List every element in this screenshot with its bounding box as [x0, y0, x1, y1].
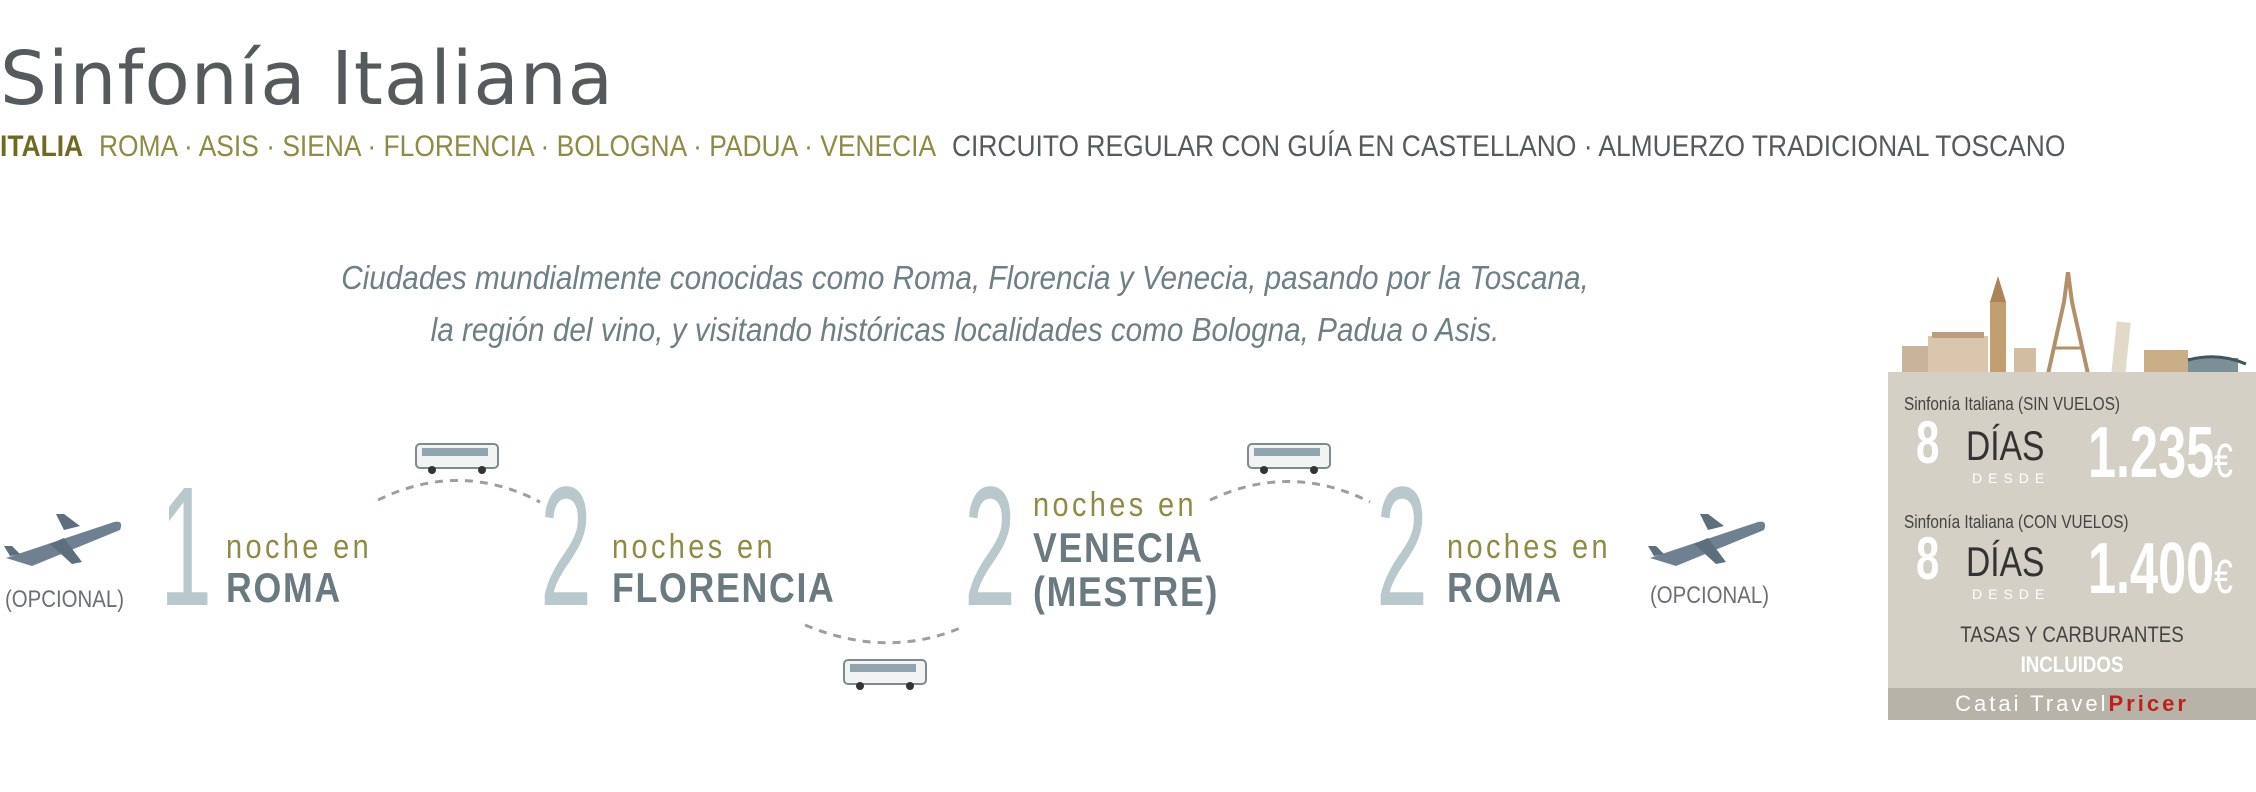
country-label: ITALIA	[0, 130, 84, 163]
tour-extras: CIRCUITO REGULAR CON GUÍA EN CASTELLANO …	[951, 130, 2066, 163]
stop-1-city: ROMA	[226, 564, 342, 611]
stop-2-nights: 2	[540, 452, 593, 642]
price-option-2-days-label: DÍAS	[1966, 538, 2045, 585]
taxes-note: TASAS Y CARBURANTES	[1960, 622, 2184, 647]
stop-3-city-sub: (MESTRE)	[1033, 568, 1220, 615]
intro-line-1: Ciudades mundialmente conocidas como Rom…	[341, 259, 1589, 296]
stop-4-label: noches en	[1447, 528, 1611, 566]
stop-3-label: noches en	[1033, 486, 1197, 524]
cities-list: ROMA · ASIS · SIENA · FLORENCIA · BOLOGN…	[98, 130, 937, 163]
page-title: Sinfonía Italiana	[0, 36, 614, 122]
stop-1-label: noche en	[226, 528, 373, 566]
start-optional-label: (OPCIONAL)	[5, 586, 125, 613]
route-arc-2	[804, 623, 966, 645]
stop-2-city: FLORENCIA	[612, 564, 836, 611]
airplane-icon	[4, 514, 122, 566]
taxes-included: INCLUIDOS	[2020, 652, 2124, 677]
price-option-1-amount: 1.235	[2088, 413, 2215, 493]
bus-icon	[1247, 443, 1331, 474]
price-option-2-amount: 1.400	[2088, 529, 2215, 609]
price-option-2-currency: €	[2214, 551, 2233, 604]
subtitle: ITALIA ROMA · ASIS · SIENA · FLORENCIA · …	[0, 130, 2065, 164]
stop-2-label: noches en	[612, 528, 776, 566]
stop-3-city-name: VENECIA	[1033, 524, 1204, 571]
bus-icon	[843, 659, 927, 690]
price-option-1-days-number: 8	[1916, 409, 1940, 476]
stop-4-city: ROMA	[1447, 564, 1563, 611]
price-option-1-currency: €	[2214, 435, 2233, 488]
price-option-1-desde: DESDE	[1972, 470, 2051, 486]
bus-icon	[415, 443, 499, 474]
intro-line-2: la región del vino, y visitando históric…	[430, 311, 1500, 348]
price-option-2-desde: DESDE	[1972, 586, 2051, 602]
brand-pricer: Pricer	[2108, 691, 2189, 716]
route-arc-3	[1209, 480, 1371, 504]
skyline-landmarks-icon	[1902, 272, 2247, 376]
price-option-2-label: Sinfonía Italiana (CON VUELOS)	[1904, 512, 2129, 532]
stop-3-nights: 2	[964, 452, 1017, 642]
brand-name: Catai Travel	[1955, 691, 2109, 716]
price-option-2-days-number: 8	[1916, 525, 1940, 592]
stop-4-nights: 2	[1376, 452, 1429, 642]
price-option-1-price: 1.235€	[2088, 412, 2233, 494]
price-option-2-price: 1.400€	[2088, 528, 2233, 610]
price-box: Sinfonía Italiana (SIN VUELOS) 8 DÍAS DE…	[1888, 372, 2256, 720]
price-option-1-days-label: DÍAS	[1966, 422, 2045, 469]
price-option-1-label: Sinfonía Italiana (SIN VUELOS)	[1904, 394, 2121, 414]
stop-1-nights: 1	[160, 452, 213, 642]
intro-text: Ciudades mundialmente conocidas como Rom…	[97, 252, 1834, 356]
brand-bar: Catai TravelPricer	[1888, 688, 2256, 720]
end-optional-label: (OPCIONAL)	[1650, 582, 1770, 609]
route-arc-1	[377, 479, 541, 504]
stop-3-city: VENECIA (MESTRE)	[1033, 526, 1219, 614]
airplane-icon	[1648, 514, 1766, 566]
